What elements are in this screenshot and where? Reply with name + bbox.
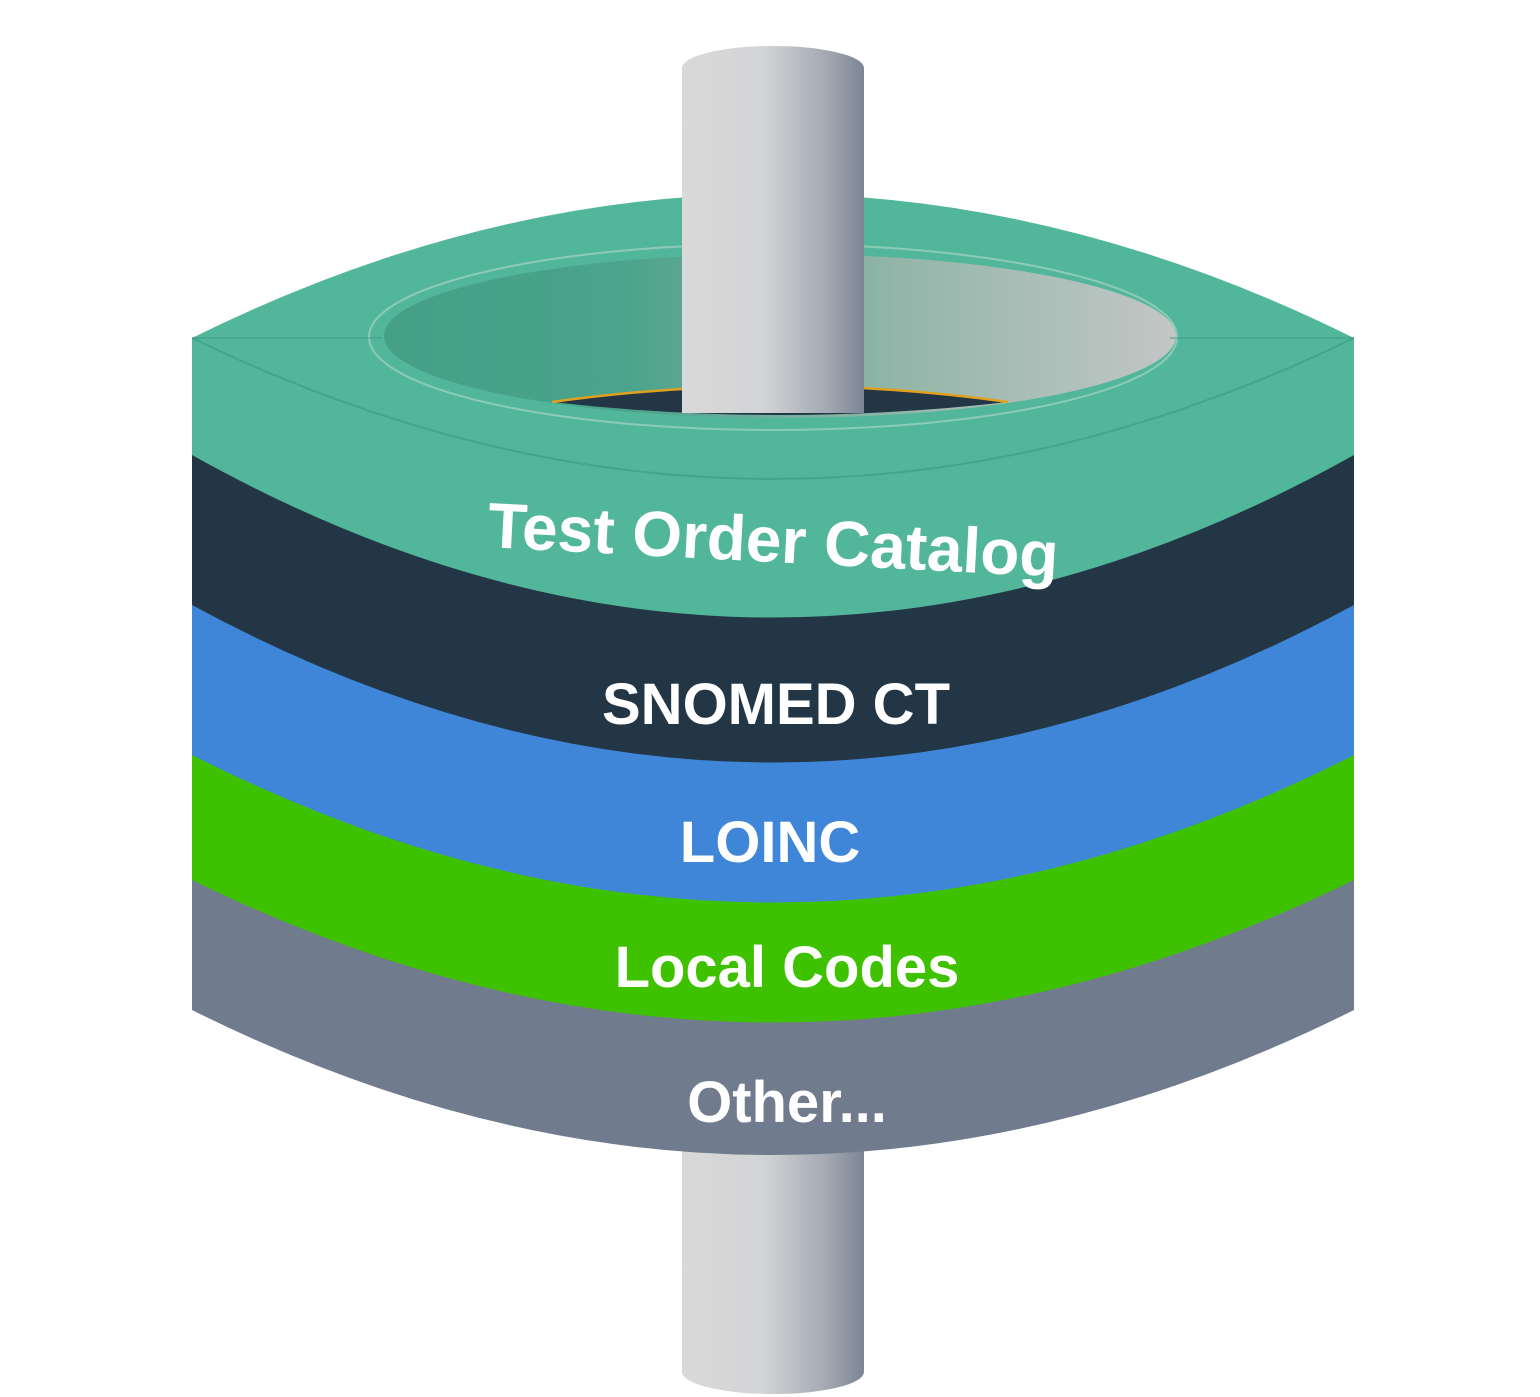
label-local-codes: Local Codes	[615, 935, 960, 1000]
layer-labels: Test Order Catalog SNOMED CT LOINC Local…	[486, 489, 1060, 1135]
pole-top	[682, 46, 864, 413]
layer-bands	[192, 194, 1354, 1155]
label-loinc: LOINC	[680, 810, 860, 875]
label-snomed-ct: SNOMED CT	[602, 672, 950, 737]
label-other: Other...	[687, 1070, 887, 1135]
